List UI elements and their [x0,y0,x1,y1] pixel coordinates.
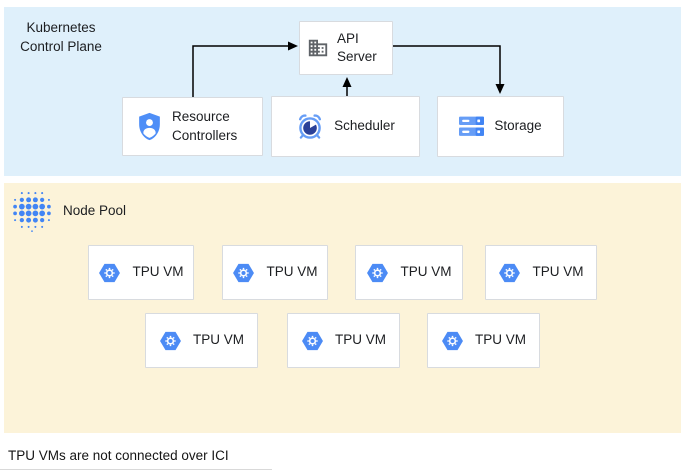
hexagon-gear-icon [499,263,521,282]
building-icon [308,39,328,57]
hexagon-gear-icon [302,331,323,350]
tpu-vm-label: TPU VM [132,264,184,280]
node-pool-region [4,183,681,433]
tpu-vm-node-6: TPU VM [287,313,400,368]
api-server-label: API Server [337,30,377,64]
alarm-clock-icon [299,113,322,139]
tpu-vm-label: TPU VM [400,264,452,280]
storage-node: Storage [437,96,564,157]
tpu-vm-label: TPU VM [334,332,386,348]
tpu-vm-label: TPU VM [266,264,318,280]
resource-controllers-node: Resource Controllers [122,97,263,156]
hexagon-gear-icon [233,263,255,282]
storage-stack-icon [459,116,485,136]
node-pool-header: Node Pool [10,188,126,232]
tpu-vm-node-7: TPU VM [427,313,540,368]
hexagon-gear-icon [367,263,389,282]
api-server-node: API Server [299,21,393,75]
tpu-vm-node-5: TPU VM [145,313,258,368]
tpu-vm-label: TPU VM [532,264,584,280]
node-pool-label: Node Pool [63,202,127,218]
shield-user-icon [139,112,160,141]
hexagon-gear-icon [160,331,181,350]
tpu-vm-label: TPU VM [192,332,244,348]
control-plane-title: Kubernetes Control Plane [20,20,102,55]
tpu-vm-node-3: TPU VM [355,245,463,300]
storage-label: Storage [494,118,542,134]
resource-controllers-label: Resource Controllers [172,109,238,143]
footer-divider [0,469,272,470]
tpu-vm-label: TPU VM [474,332,526,348]
tpu-vm-node-2: TPU VM [222,245,328,300]
dot-grid-icon [13,192,51,232]
hexagon-gear-icon [442,331,463,350]
scheduler-node: Scheduler [271,96,420,157]
tpu-vm-node-4: TPU VM [485,245,597,300]
tpu-vm-node-1: TPU VM [88,245,194,300]
footer-note: TPU VMs are not connected over ICI [8,448,229,463]
hexagon-gear-icon [99,263,121,282]
scheduler-label: Scheduler [334,118,395,134]
